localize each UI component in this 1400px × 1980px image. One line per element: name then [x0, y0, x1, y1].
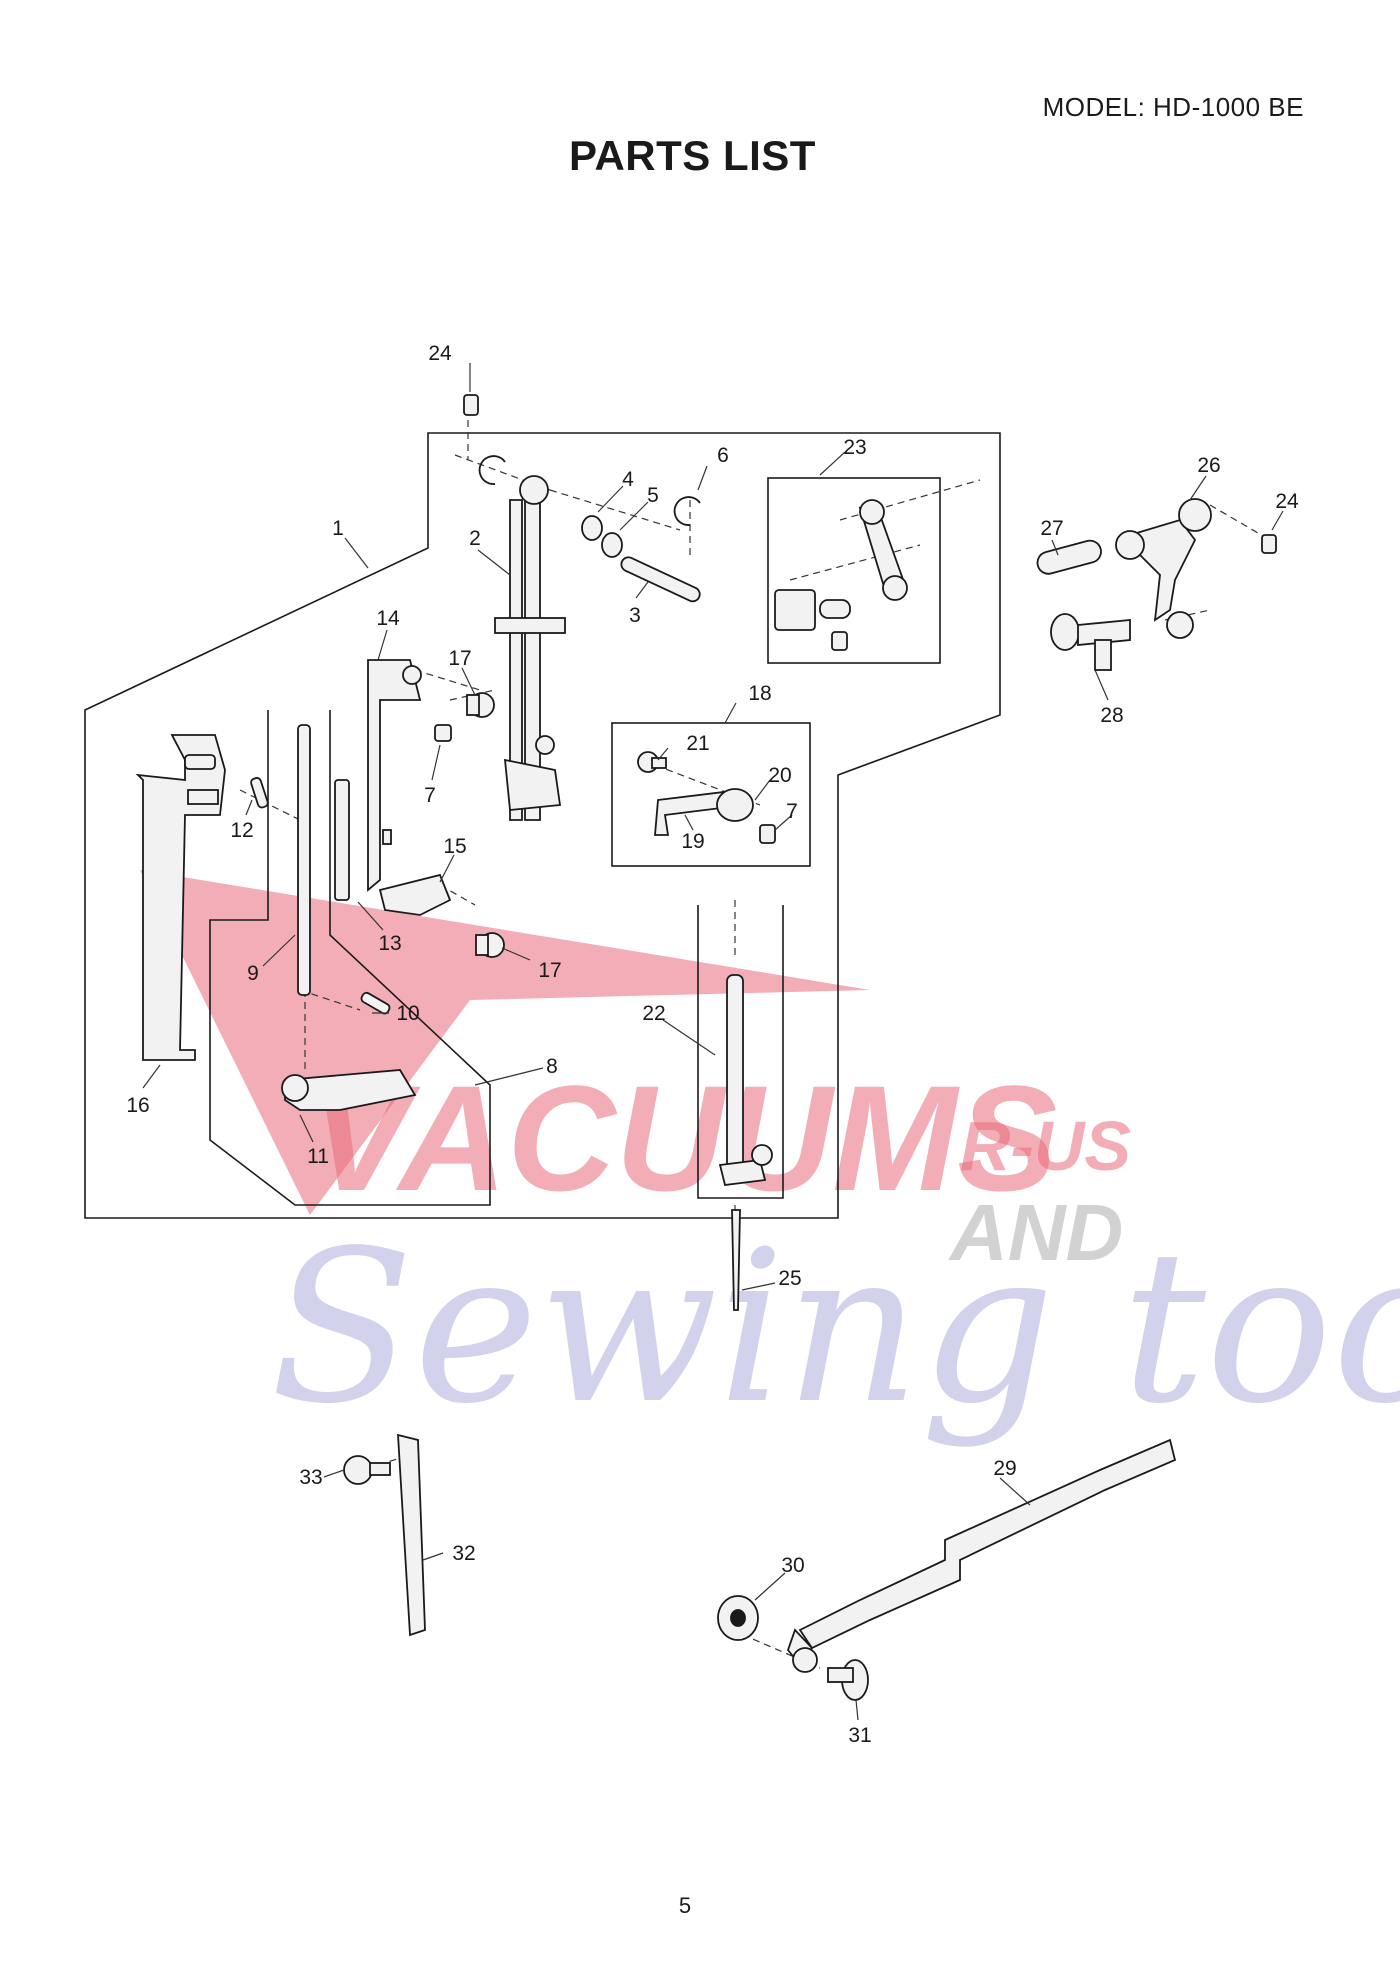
part-6-eclip-left	[478, 455, 506, 485]
callout-label: 9	[247, 962, 259, 985]
part-5-washer	[601, 532, 623, 558]
assembly-outline-1	[84, 432, 1001, 1219]
watermark-v-shape	[140, 870, 870, 1215]
assembly-outline-8	[209, 710, 491, 1206]
callout-label: 5	[647, 484, 659, 507]
watermark: VACUUMS R-US AND Sewing too	[140, 870, 1400, 1450]
part-3-shaft	[620, 556, 701, 603]
group-outlines	[84, 432, 1001, 1219]
part-24-setscrew-right	[1261, 534, 1277, 554]
callout-label: 21	[686, 732, 709, 755]
callout-label: 25	[778, 1267, 801, 1290]
part-7-screw-a	[434, 724, 452, 742]
part-22-needle-bar	[718, 974, 773, 1186]
callout-label: 24	[428, 342, 452, 365]
part-7-screw-b	[759, 824, 776, 844]
model-label: MODEL: HD-1000 BE	[1042, 92, 1304, 122]
part-29-arm	[786, 1438, 1177, 1673]
callout-label: 10	[396, 1002, 419, 1025]
part-14-plate	[367, 659, 422, 892]
callout-label: 15	[443, 835, 466, 858]
callout-label: 29	[993, 1457, 1016, 1480]
assembly-outline-23	[767, 477, 941, 664]
callout-label: 17	[538, 959, 561, 982]
callout-label: 4	[622, 468, 634, 491]
part-16-presser	[135, 734, 226, 1061]
part-2-needle-bar-bracket	[494, 475, 566, 821]
callout-label: 31	[848, 1724, 871, 1747]
callout-label: 7	[424, 784, 436, 807]
part-27-pin	[1036, 539, 1102, 575]
callout-label: 27	[1040, 517, 1063, 540]
page-number: 5	[678, 1893, 692, 1918]
callout-labels: 24 1 2 3 4 5 6 23 26 24 27 28 14 17 7 18…	[126, 342, 1299, 1747]
callout-label: 3	[629, 604, 641, 627]
callout-label: 19	[681, 830, 704, 853]
part-32-lever	[397, 1433, 426, 1637]
callout-label: 7	[786, 800, 798, 823]
part-25-needle	[731, 1209, 741, 1311]
callout-label: 1	[332, 517, 344, 540]
watermark-sewing-too: Sewing too	[270, 1205, 1400, 1450]
callout-label: 11	[307, 1145, 329, 1168]
parts	[135, 394, 1277, 1701]
callout-label: 16	[126, 1094, 149, 1117]
part-17-screw-bottom	[475, 932, 505, 958]
watermark-and: AND	[948, 1188, 1123, 1277]
part-13-spring	[334, 779, 350, 901]
part-9-rod	[297, 724, 311, 996]
page-title: PARTS LIST	[569, 132, 816, 179]
callout-label: 32	[452, 1542, 475, 1565]
part-24-setscrew-top	[463, 394, 479, 416]
callout-label: 12	[230, 819, 253, 842]
part-6-eclip	[673, 496, 701, 526]
callout-label: 8	[546, 1055, 558, 1078]
part-10-pin	[360, 991, 391, 1015]
callout-label: 28	[1100, 704, 1123, 727]
part-23-link	[774, 499, 908, 651]
part-11-presser-foot	[281, 1069, 417, 1111]
callout-label: 33	[299, 1466, 322, 1489]
assembly-outline-22	[697, 905, 784, 1199]
part-31-screw	[827, 1659, 869, 1701]
callout-label: 17	[448, 647, 471, 670]
assembly-outline-18	[611, 722, 811, 867]
part-19-20-guide	[654, 788, 754, 836]
callout-label: 30	[781, 1554, 804, 1577]
part-15-bracket	[378, 873, 452, 916]
callout-label: 6	[717, 444, 729, 467]
part-12-pin	[250, 777, 269, 809]
callout-label: 13	[378, 932, 401, 955]
part-4-washer	[581, 515, 603, 541]
part-33-screw	[343, 1455, 391, 1485]
callout-label: 24	[1275, 490, 1299, 513]
part-30-washer	[717, 1595, 759, 1641]
watermark-vacuums: VACUUMS	[310, 1054, 1057, 1222]
callout-label: 14	[376, 607, 400, 630]
callout-label: 26	[1197, 454, 1220, 477]
callout-label: 20	[768, 764, 791, 787]
watermark-rus: R-US	[960, 1107, 1131, 1185]
callout-label: 22	[642, 1002, 665, 1025]
leader-lines	[142, 363, 1284, 1721]
callout-label: 2	[469, 527, 481, 550]
callout-label: 23	[843, 436, 866, 459]
callout-label: 18	[748, 682, 771, 705]
part-17-screw-top	[466, 692, 495, 718]
part-28-crank	[1050, 613, 1131, 671]
part-26-lever	[1115, 498, 1212, 639]
